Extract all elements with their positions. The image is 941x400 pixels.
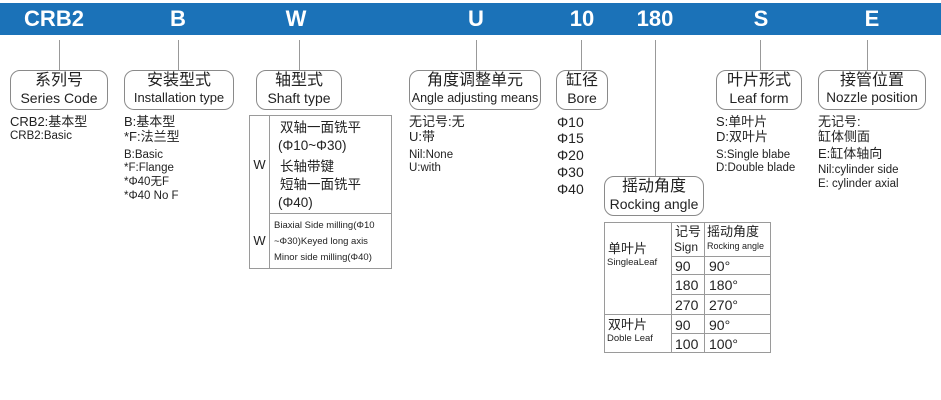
rocking-angle-title: 摇动角度 Rocking angle	[604, 176, 704, 216]
install-note-cn: *Φ40无F	[124, 176, 169, 188]
connector-nozzle	[867, 40, 868, 70]
code-angle-adj: U	[468, 6, 484, 31]
leaf-option-s-cn: S:单叶片	[716, 114, 768, 129]
connector-shaft	[299, 40, 300, 70]
shaft-en-line-1: Biaxial Side milling(Φ10	[274, 220, 375, 231]
angle-adj-nil-cn: 无记号:无	[409, 114, 465, 129]
code-rocking: 180	[636, 6, 674, 31]
code-install: B	[170, 6, 186, 31]
shaft-type-title: 轴型式 Shaft type	[256, 70, 342, 110]
code-shaft: W	[285, 6, 307, 31]
rocking-single-cn: 单叶片	[608, 241, 648, 256]
shaft-cn-line-3: 长轴带键	[280, 159, 334, 174]
bore-size-30: Φ30	[557, 164, 584, 180]
shaft-cn-cell	[270, 116, 391, 214]
shaft-type-table: W 双轴一面铣平 (Φ10~Φ30) 长轴带键 短轴一面铣平 (Φ40) W B…	[249, 115, 392, 269]
rocking-single-sign-180: 180	[675, 277, 699, 293]
shaft-en-line-2: ~Φ30)Keyed long axis	[274, 236, 368, 247]
rocking-double-sign-100: 100	[675, 336, 699, 352]
angle-adjusting-title: 角度调整单元 Angle adjusting means	[409, 70, 541, 110]
series-option-cn: CRB2:基本型	[10, 114, 88, 129]
rocking-single-angle-270: 270°	[709, 297, 738, 313]
rocking-double-sign-90: 90	[675, 317, 691, 333]
rocking-single-en: SinglеaLeaf	[607, 257, 658, 268]
nozzle-axial-cn: E:缸体轴向	[818, 146, 883, 161]
rocking-angle-table: 记号 Sign 摇动角度 Rocking angle 单叶片 SinglеaLe…	[604, 222, 771, 353]
rocking-single-sign-90: 90	[675, 258, 691, 274]
rocking-header-sign-en: Sign	[674, 240, 699, 254]
install-option-b-en: B:Basic	[124, 149, 163, 161]
install-option-f-cn: *F:法兰型	[124, 129, 180, 144]
angle-adj-nil-en: Nil:None	[409, 149, 454, 161]
install-note-en: *Φ40 No F	[124, 190, 179, 202]
connector-series	[59, 40, 60, 70]
shaft-en-line-3: Minor side milling(Φ40)	[274, 252, 372, 263]
bore-size-10: Φ10	[557, 114, 584, 130]
rocking-single-sign-270: 270	[675, 297, 699, 313]
bore-title: 缸径 Bore	[556, 70, 608, 110]
leaf-option-s-en: S:Single blabe	[716, 149, 791, 161]
leaf-option-d-cn: D:双叶片	[716, 129, 769, 144]
bore-size-40: Φ40	[557, 181, 584, 197]
rocking-header-sign-cn: 记号	[675, 224, 702, 239]
leaf-form-title: 叶片形式 Leaf form	[716, 70, 802, 110]
angle-adj-u-cn: U:带	[409, 129, 436, 144]
code-nozzle: E	[864, 6, 880, 31]
shaft-en-key: W	[250, 214, 270, 268]
bore-size-15: Φ15	[557, 130, 584, 146]
nozzle-side-cn: 缸体侧面	[818, 129, 871, 144]
connector-leaf	[760, 40, 761, 70]
connector-rocking	[655, 40, 656, 176]
nozzle-axial-en: E: cylinder axial	[818, 178, 899, 190]
shaft-cn-line-5: (Φ40)	[278, 195, 313, 210]
rocking-header-angle-en: Rocking angle	[707, 241, 765, 251]
rocking-double-angle-100: 100°	[709, 336, 738, 352]
code-bore: 10	[569, 6, 595, 31]
rocking-single-angle-90: 90°	[709, 258, 731, 274]
connector-bore	[581, 40, 582, 70]
install-option-f-en: *F:Flange	[124, 162, 174, 174]
shaft-cn-key: W	[250, 116, 270, 214]
shaft-cn-line-4: 短轴一面铣平	[280, 177, 361, 192]
angle-adj-u-en: U:with	[409, 162, 441, 174]
nozzle-position-title: 接管位置 Nozzle position	[818, 70, 926, 110]
series-option-en: CRB2:Basic	[10, 130, 72, 142]
code-leaf: S	[753, 6, 769, 31]
connector-install	[178, 40, 179, 70]
installation-type-title: 安装型式 Installation type	[124, 70, 234, 110]
code-series: CRB2	[24, 6, 84, 31]
bore-size-20: Φ20	[557, 147, 584, 163]
rocking-single-angle-180: 180°	[709, 277, 738, 293]
rocking-double-en: Doble Leaf	[607, 333, 653, 344]
rocking-header-angle-cn: 摇动角度	[707, 224, 760, 239]
rocking-double-angle-90: 90°	[709, 317, 731, 333]
nozzle-nil-cn: 无记号:	[818, 114, 861, 129]
shaft-cn-line-2: (Φ10~Φ30)	[278, 138, 347, 153]
nozzle-nil-en: Nil:cylinder side	[818, 164, 899, 176]
code-bar: CRB2 B W U 10 180 S E	[0, 3, 941, 35]
rocking-double-cn: 双叶片	[608, 317, 648, 332]
connector-angle-adj	[476, 40, 477, 70]
shaft-cn-line-1: 双轴一面铣平	[280, 120, 361, 135]
leaf-option-d-en: D:Double blade	[716, 162, 796, 174]
series-code-title: 系列号 Series Code	[10, 70, 108, 110]
install-option-b-cn: B:基本型	[124, 114, 176, 129]
